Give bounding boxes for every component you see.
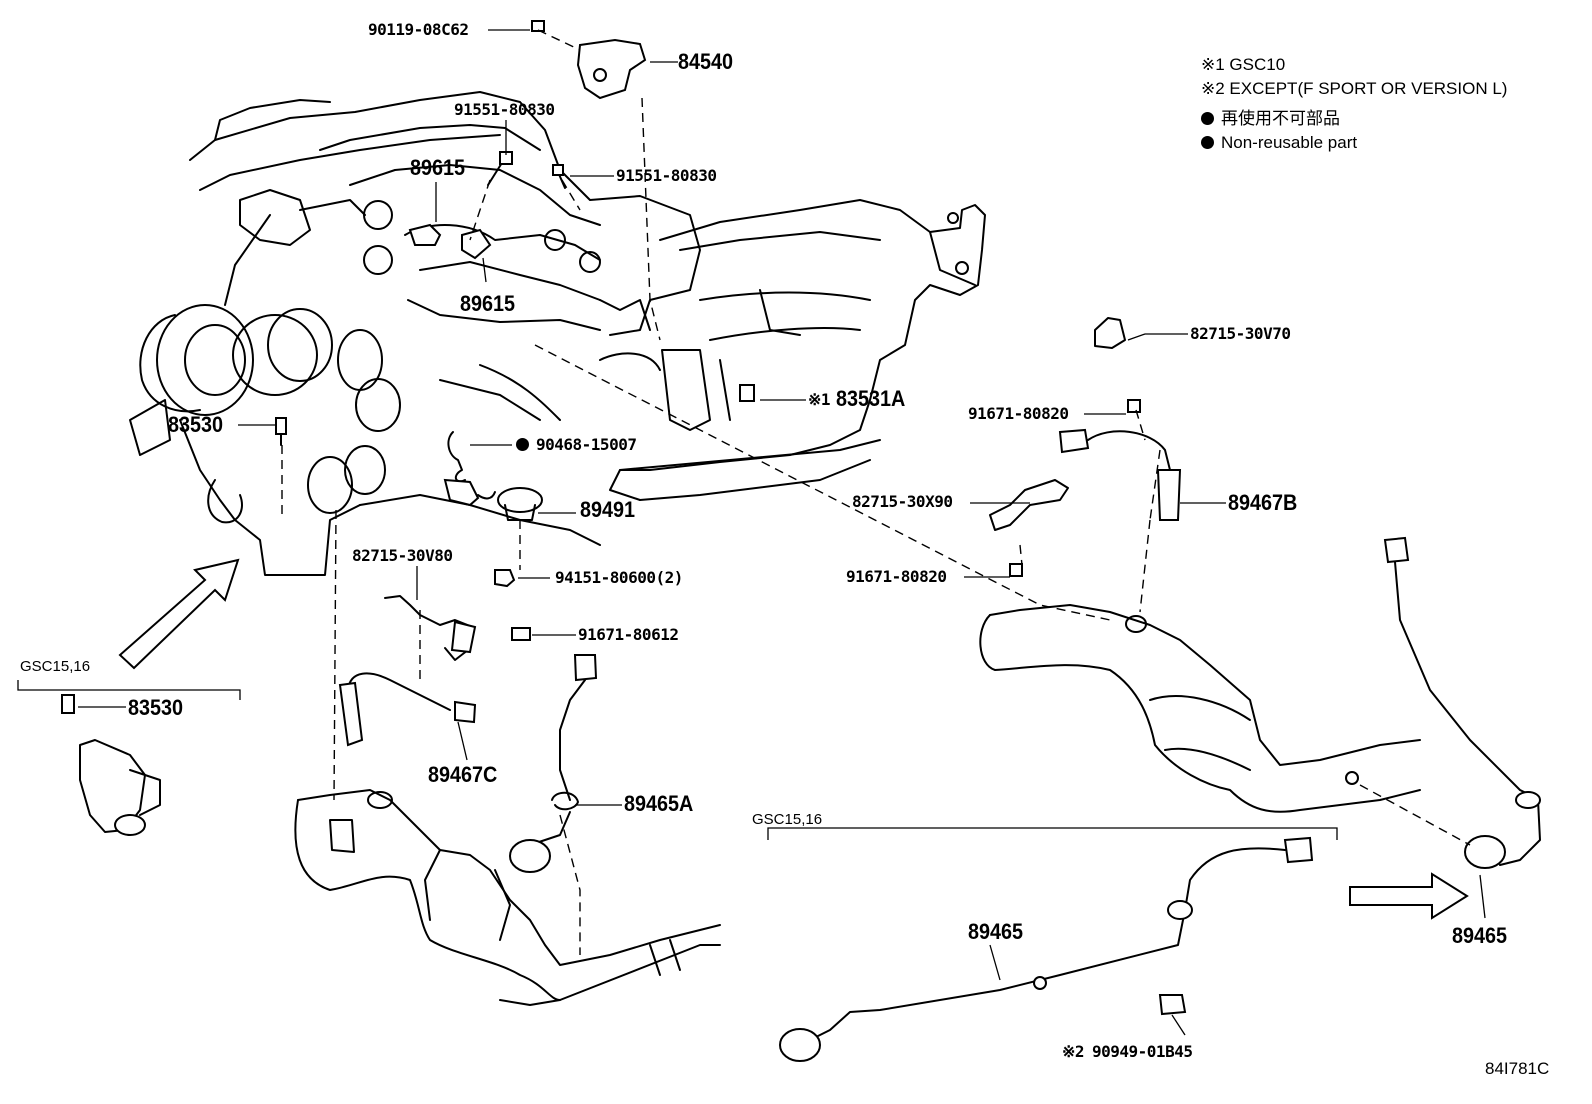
label-83531a-note-marker: ※1 <box>808 390 831 409</box>
left-exhaust-illustration <box>294 789 721 1006</box>
label-89467c: 89467C <box>428 762 498 787</box>
label-82715-30x90: 82715-30X90 <box>852 492 953 511</box>
label-89465a: 89465A <box>624 791 694 816</box>
label-gsc15-16-left: GSC15,16 <box>20 658 91 675</box>
label-91551-80830-upper: 91551-80830 <box>454 100 555 119</box>
non-reusable-dot-icon <box>516 438 529 451</box>
label-91671-80612: 91671-80612 <box>578 625 679 644</box>
note-gsc10: ※1 GSC10 <box>1201 55 1286 74</box>
note-except: ※2 EXCEPT(F SPORT OR VERSION L) <box>1201 79 1508 98</box>
label-91671-80820-lower: 91671-80820 <box>846 567 947 586</box>
leader-lines <box>17 29 1486 1036</box>
transmission-illustration <box>599 199 986 501</box>
label-gsc15-16-bottom: GSC15,16 <box>752 811 823 828</box>
label-83531a: 83531A <box>836 386 906 411</box>
label-84540: 84540 <box>678 49 734 74</box>
arrow-up-right-icon <box>118 558 240 670</box>
label-90119-08c62: 90119-08C62 <box>368 20 469 39</box>
label-89615-upper: 89615 <box>410 155 466 180</box>
illustration-code: 84I781C <box>1485 1059 1550 1078</box>
label-90949-note-marker: ※2 <box>1062 1042 1085 1061</box>
label-94151-80600: 94151-80600(2) <box>555 568 683 587</box>
label-89467b: 89467B <box>1228 490 1298 515</box>
label-83530-gsc: 83530 <box>128 695 184 720</box>
label-89491: 89491 <box>580 497 636 522</box>
legend-non-reusable-jp: 再使用不可部品 <box>1201 110 1340 127</box>
label-91551-80830-right: 91551-80830 <box>616 166 717 185</box>
label-90949-01b45: 90949-01B45 <box>1092 1042 1193 1061</box>
label-90468-15007: 90468-15007 <box>516 437 637 453</box>
small-parts <box>61 20 1541 1062</box>
non-reusable-dot-icon <box>1201 136 1214 149</box>
non-reusable-dot-icon <box>1201 112 1214 125</box>
right-exhaust-illustration <box>979 604 1421 813</box>
arrow-right-icon <box>1349 872 1469 920</box>
label-82715-30v70: 82715-30V70 <box>1190 324 1291 343</box>
label-89465-bottom: 89465 <box>968 919 1024 944</box>
label-91671-80820-upper: 91671-80820 <box>968 404 1069 423</box>
alignment-lines <box>281 29 1471 955</box>
legend-non-reusable-en: Non-reusable part <box>1201 134 1357 151</box>
label-82715-30v80: 82715-30V80 <box>352 546 453 565</box>
label-83530-engine: 83530 <box>168 412 224 437</box>
direction-arrows <box>118 558 1469 920</box>
label-89615-lower: 89615 <box>460 291 516 316</box>
label-89465-right: 89465 <box>1452 923 1508 948</box>
